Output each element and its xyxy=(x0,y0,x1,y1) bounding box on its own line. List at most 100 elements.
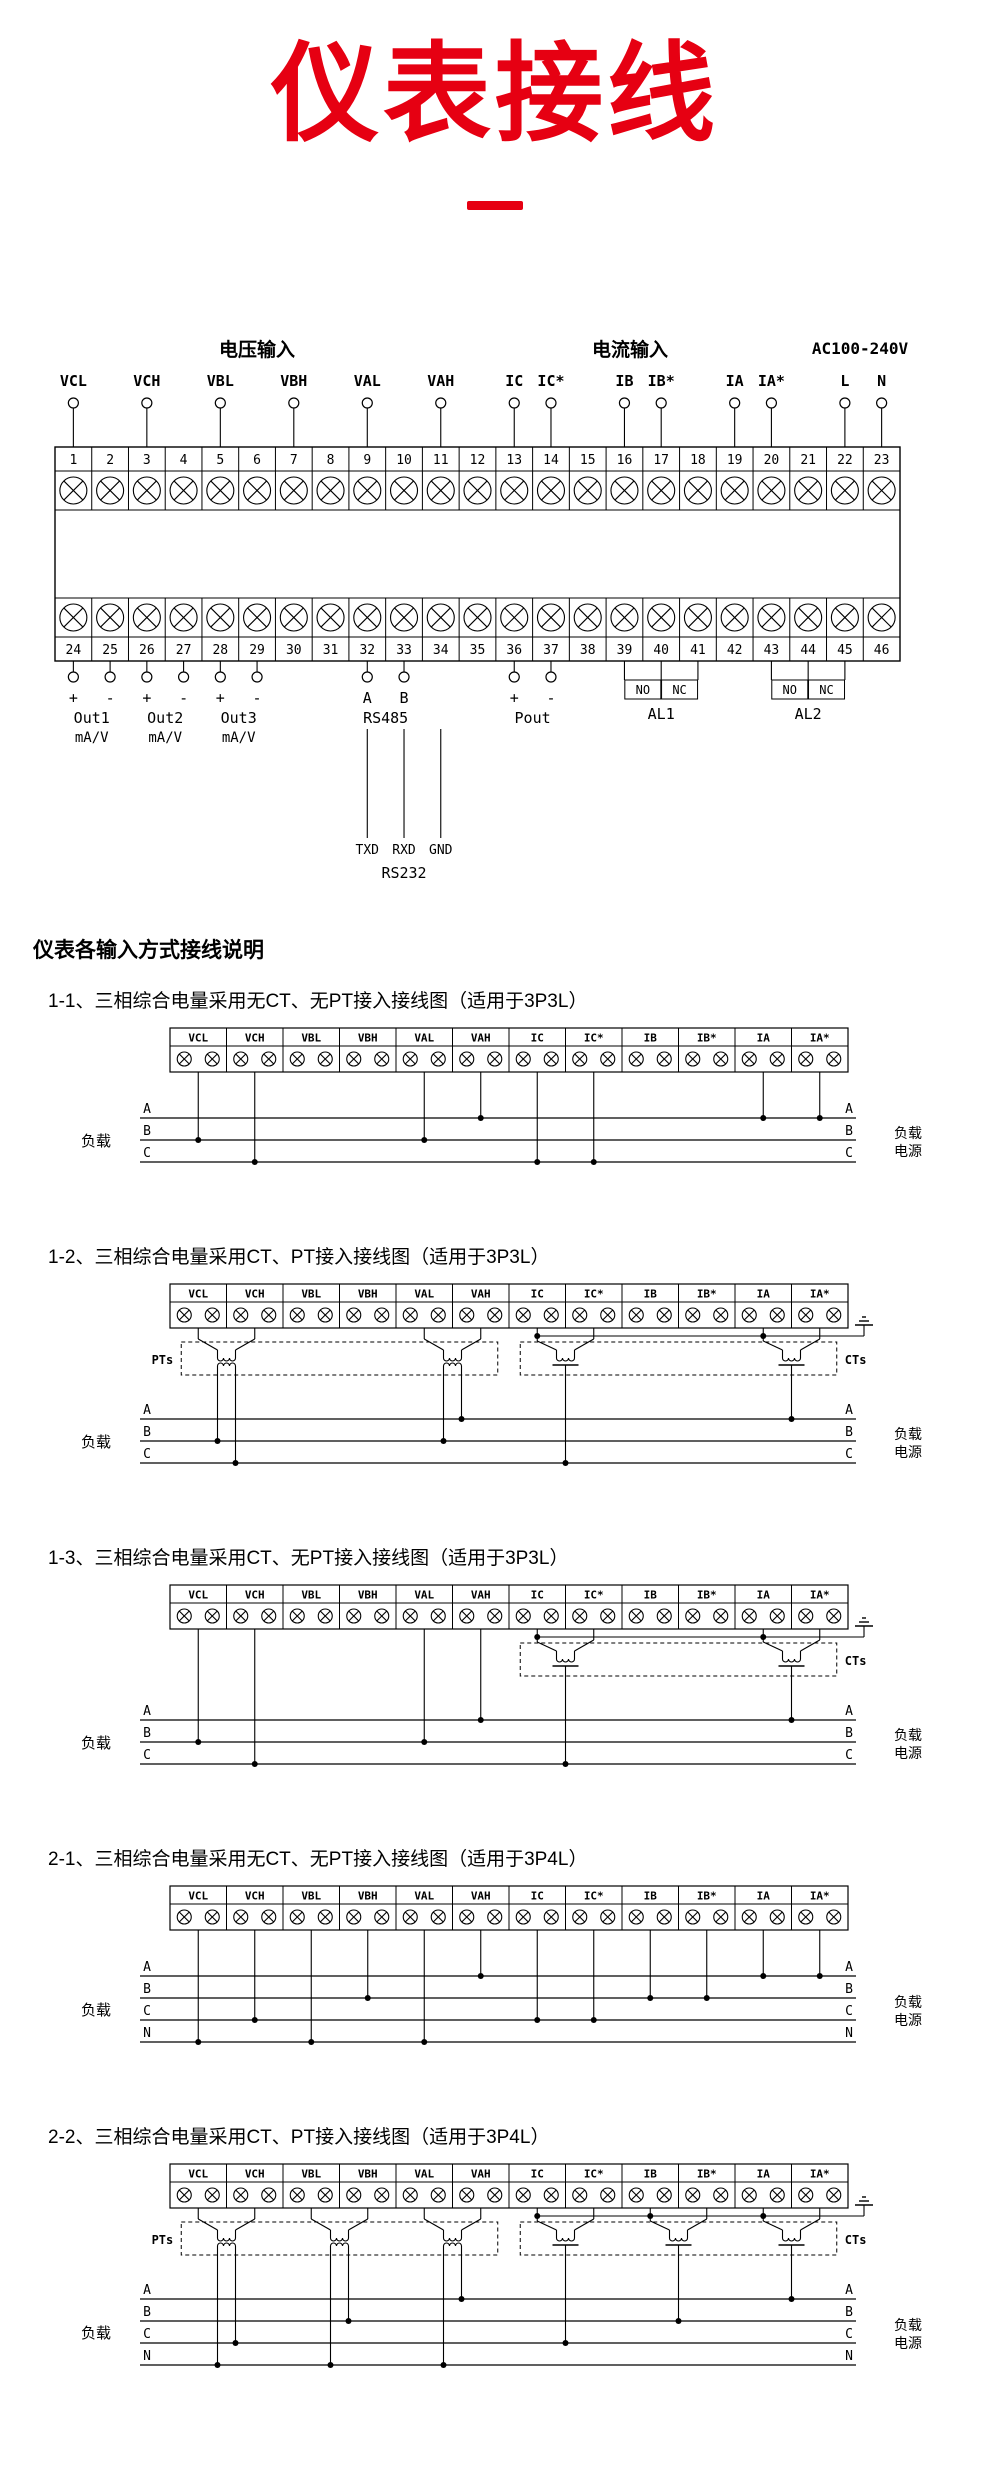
junction-dot xyxy=(477,1716,484,1723)
screw-terminal-icon xyxy=(132,476,161,505)
wire xyxy=(763,1641,783,1652)
wire xyxy=(743,1911,755,1922)
terminal-label: IA xyxy=(726,372,744,390)
strip-terminal-label: IA* xyxy=(810,1588,830,1601)
strip-terminal-label: VBL xyxy=(301,1031,321,1044)
strip-terminal-label: VBL xyxy=(301,1889,321,1902)
wire xyxy=(430,607,451,627)
screw-terminal-icon xyxy=(317,1307,333,1323)
wire xyxy=(504,480,525,500)
rs232-pin: RXD xyxy=(392,843,416,858)
wire xyxy=(357,480,378,500)
wire xyxy=(650,2220,670,2231)
screw-terminal-icon xyxy=(96,603,125,632)
screw-terminal-icon xyxy=(867,476,896,505)
screw-terminal-icon xyxy=(628,1909,644,1925)
strip-terminal-label: VAH xyxy=(471,1889,491,1902)
bus-letter-right: B xyxy=(845,2305,853,2320)
relay-no-label: NO xyxy=(783,683,797,697)
load-label: 负载 xyxy=(81,2325,111,2342)
load-label: 负载 xyxy=(81,1735,111,1752)
wire-node xyxy=(67,671,79,683)
wire xyxy=(235,1610,247,1621)
wire xyxy=(761,607,782,627)
wire xyxy=(687,2189,699,2200)
screw-terminal-icon xyxy=(830,603,859,632)
wire xyxy=(771,1053,783,1064)
terminal-number: 27 xyxy=(176,643,192,658)
bus-letter-left: A xyxy=(143,1102,151,1117)
wire xyxy=(602,1911,614,1922)
terminal-number: 2 xyxy=(106,453,114,468)
screw-terminal-icon xyxy=(515,1608,531,1624)
screw-terminal-icon xyxy=(600,2187,616,2203)
strip-terminal-label: VAL xyxy=(414,2167,434,2180)
wire xyxy=(800,1309,812,1320)
wire xyxy=(291,2189,303,2200)
screw-terminal-icon xyxy=(389,603,419,632)
wire-node xyxy=(177,671,190,683)
voltage-input-label: 电压输入 xyxy=(219,338,295,361)
screw-terminal-icon xyxy=(317,1051,333,1067)
screw-terminal-icon xyxy=(573,476,602,505)
pts-label: PTs xyxy=(152,2233,174,2247)
bus-letter-right: A xyxy=(845,1704,853,1719)
wire xyxy=(319,2189,331,2200)
ct-transformer-icon xyxy=(536,1628,595,1764)
bus-letter-left: C xyxy=(143,1748,151,1763)
wire xyxy=(210,607,231,627)
screw-terminal-icon xyxy=(543,1307,559,1323)
screw-terminal-icon xyxy=(769,2187,785,2203)
strip-terminal-label: IC* xyxy=(584,2167,604,2180)
junction-dot xyxy=(251,2016,258,2023)
screw-terminal-icon xyxy=(374,2187,390,2203)
diagram-title: 1-3、三相综合电量采用CT、无PT接入接线图（适用于3P3L） xyxy=(48,1547,569,1569)
wire xyxy=(602,1053,614,1064)
wire xyxy=(404,1309,416,1320)
wire xyxy=(206,1610,218,1621)
strip-terminal-label: VBL xyxy=(301,1287,321,1300)
wire-node xyxy=(104,671,116,683)
strip-terminal-label: VAH xyxy=(471,1031,491,1044)
wire xyxy=(404,2189,416,2200)
terminal-number: 19 xyxy=(727,453,743,468)
screw-terminal-icon xyxy=(261,1307,277,1323)
wire xyxy=(828,1610,840,1621)
screw-terminal-icon xyxy=(206,603,235,632)
wire xyxy=(178,1610,190,1621)
wire xyxy=(771,2189,783,2200)
wire xyxy=(614,607,635,627)
bus-letter-right: C xyxy=(845,1146,853,1161)
strip-terminal-label: IA xyxy=(757,1287,771,1300)
screw-terminal-icon xyxy=(685,1608,701,1624)
strip-terminal-label: VCH xyxy=(245,2167,265,2180)
wire xyxy=(630,1911,642,1922)
wire xyxy=(545,1053,557,1064)
screw-terminal-icon xyxy=(346,1051,362,1067)
wire xyxy=(348,2189,360,2200)
bus-letter-left: A xyxy=(143,1704,151,1719)
wire xyxy=(630,2189,642,2200)
wire xyxy=(206,1911,218,1922)
screw-terminal-icon xyxy=(769,1307,785,1323)
screw-terminal-icon xyxy=(487,1608,503,1624)
screw-terminal-icon xyxy=(204,2187,220,2203)
wire xyxy=(658,1309,670,1320)
strip-terminal-label: VCL xyxy=(188,1287,208,1300)
strip-terminal-label: VAH xyxy=(471,1588,491,1601)
wire xyxy=(178,1053,190,1064)
screw-terminal-icon xyxy=(757,476,786,505)
screw-terminal-icon xyxy=(647,476,676,505)
terminal-number: 39 xyxy=(617,643,633,658)
pout-plus: + xyxy=(510,689,519,707)
screw-terminal-icon xyxy=(610,476,639,505)
screw-terminal-icon xyxy=(463,476,492,505)
strip-terminal-label: VBH xyxy=(358,1588,378,1601)
wire xyxy=(687,1610,699,1621)
relay-nc-label: NC xyxy=(672,683,686,697)
bus-letter-left: B xyxy=(143,2305,151,2320)
wire xyxy=(376,1610,388,1621)
screw-terminal-icon xyxy=(500,476,529,505)
